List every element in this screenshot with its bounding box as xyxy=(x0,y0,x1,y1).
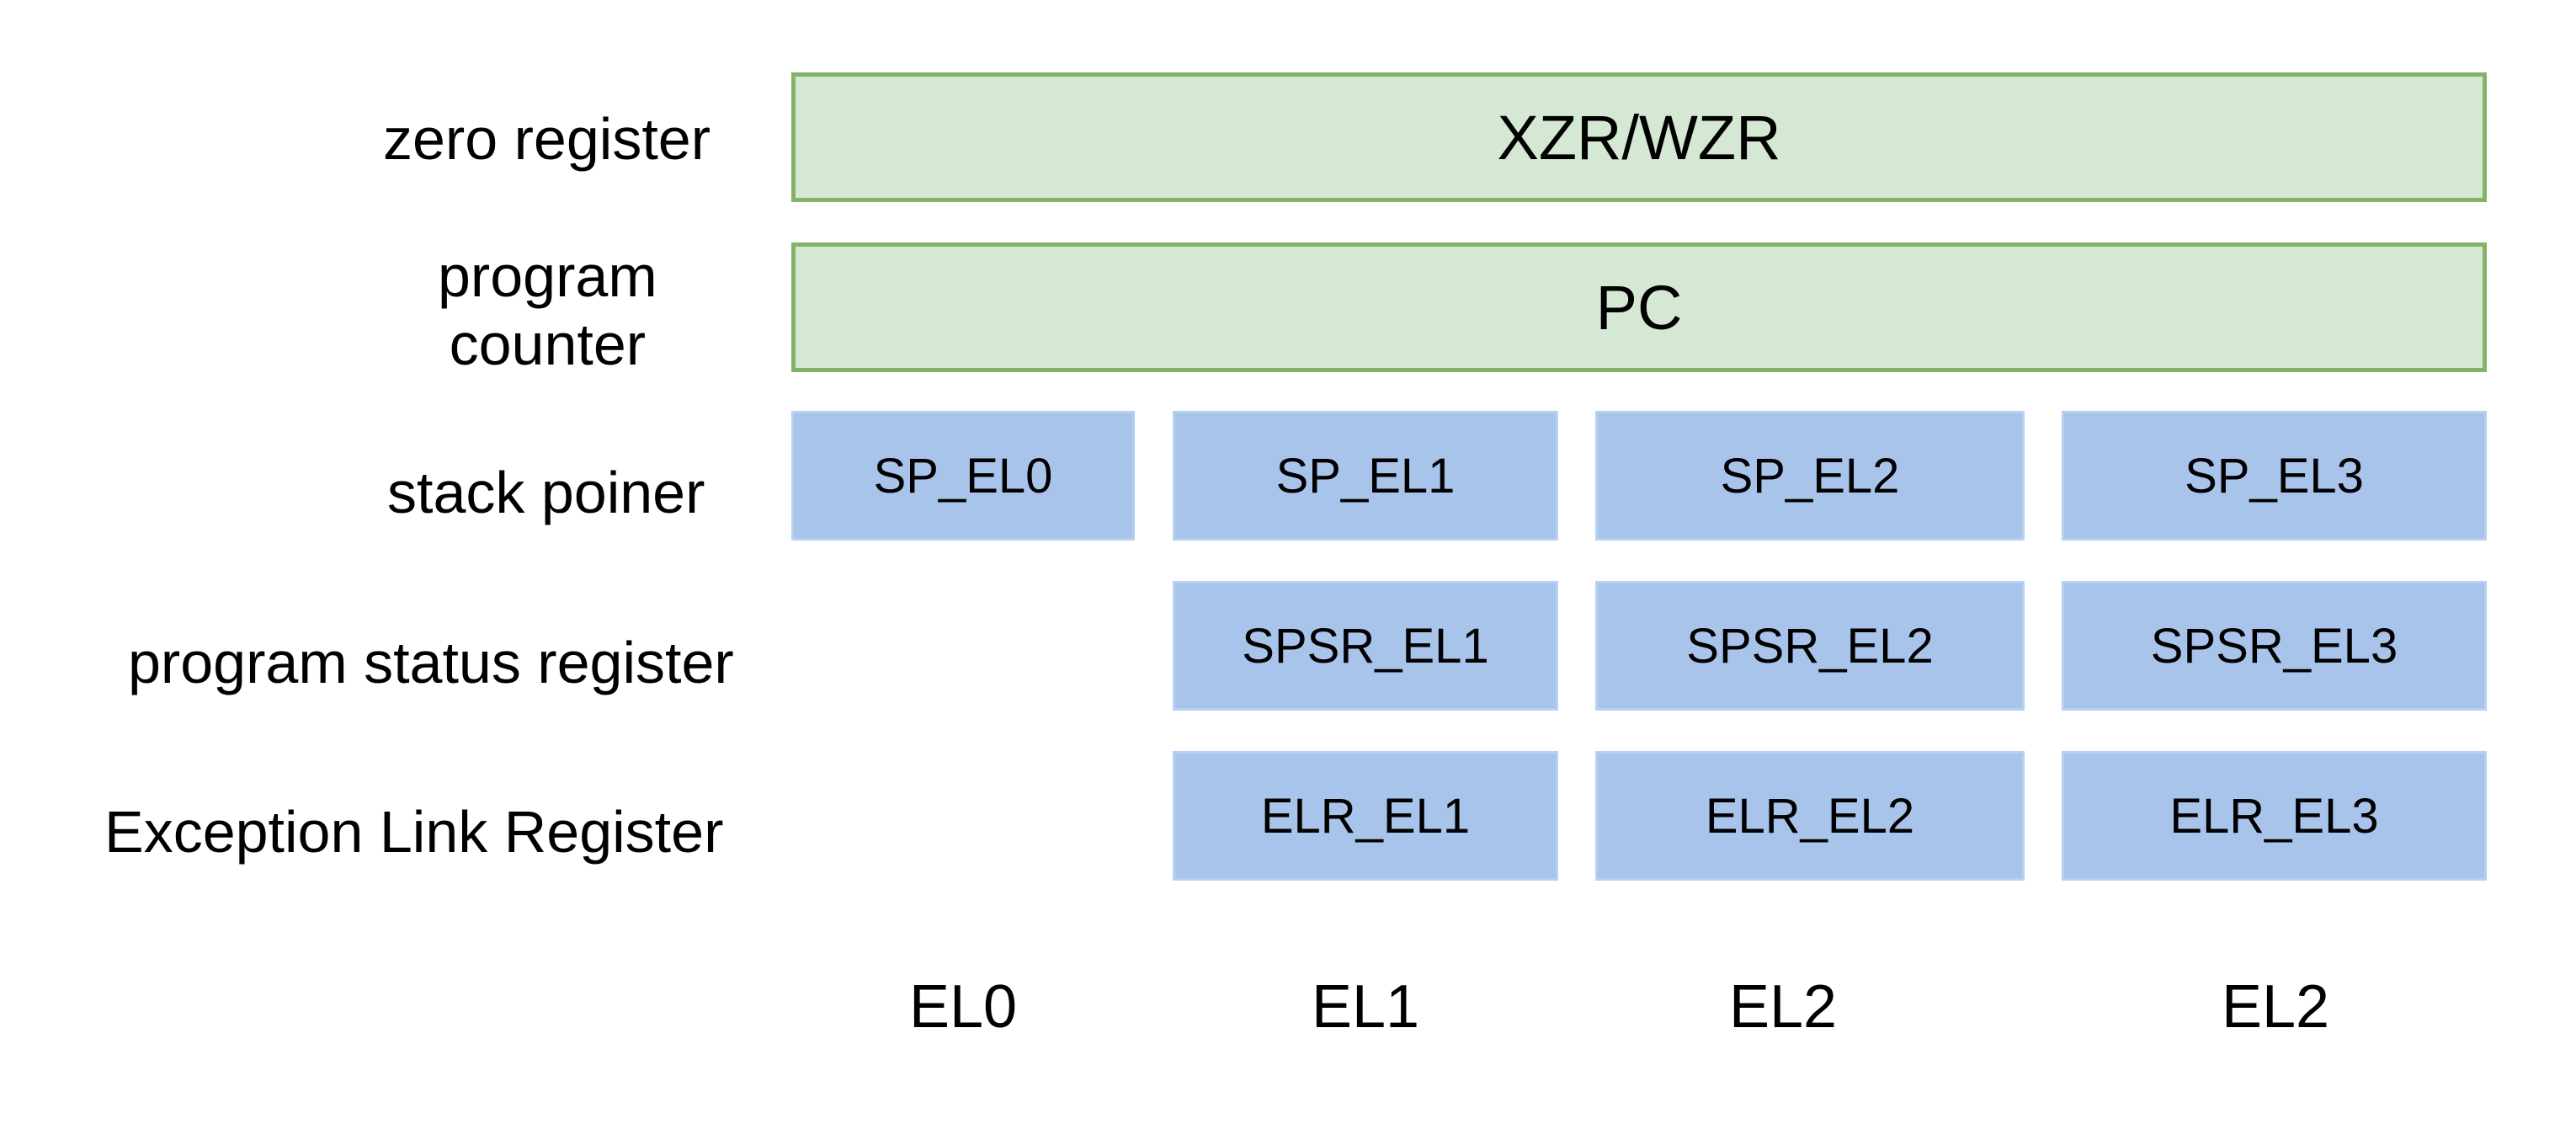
sp-el2-box: SP_EL2 xyxy=(1595,411,2025,541)
level-label-el2: EL2 xyxy=(1728,973,1838,1041)
row-label-program-counter-line1: program xyxy=(438,243,657,309)
level-label-el2-second: EL2 xyxy=(2221,973,2330,1041)
row-label-program-status-register: program status register xyxy=(128,630,734,695)
row-label-exception-link-register: Exception Link Register xyxy=(104,799,724,865)
spsr-el3-box: SPSR_EL3 xyxy=(2062,581,2487,711)
row-label-zero-register: zero register xyxy=(383,106,711,172)
row-label-program-counter: program counter xyxy=(438,242,657,378)
level-label-el0: EL0 xyxy=(908,973,1018,1041)
zero-register-box: XZR/WZR xyxy=(791,72,2487,202)
elr-el2-box: ELR_EL2 xyxy=(1595,751,2025,881)
level-label-el1: EL1 xyxy=(1311,973,1420,1041)
sp-el0-box: SP_EL0 xyxy=(791,411,1135,541)
sp-el3-box: SP_EL3 xyxy=(2062,411,2487,541)
row-label-stack-pointer: stack poiner xyxy=(387,460,705,525)
row-label-program-counter-line2: counter xyxy=(449,311,647,377)
elr-el3-box: ELR_EL3 xyxy=(2062,751,2487,881)
spsr-el1-box: SPSR_EL1 xyxy=(1173,581,1558,711)
spsr-el2-box: SPSR_EL2 xyxy=(1595,581,2025,711)
program-counter-box: PC xyxy=(791,242,2487,372)
sp-el1-box: SP_EL1 xyxy=(1173,411,1558,541)
elr-el1-box: ELR_EL1 xyxy=(1173,751,1558,881)
